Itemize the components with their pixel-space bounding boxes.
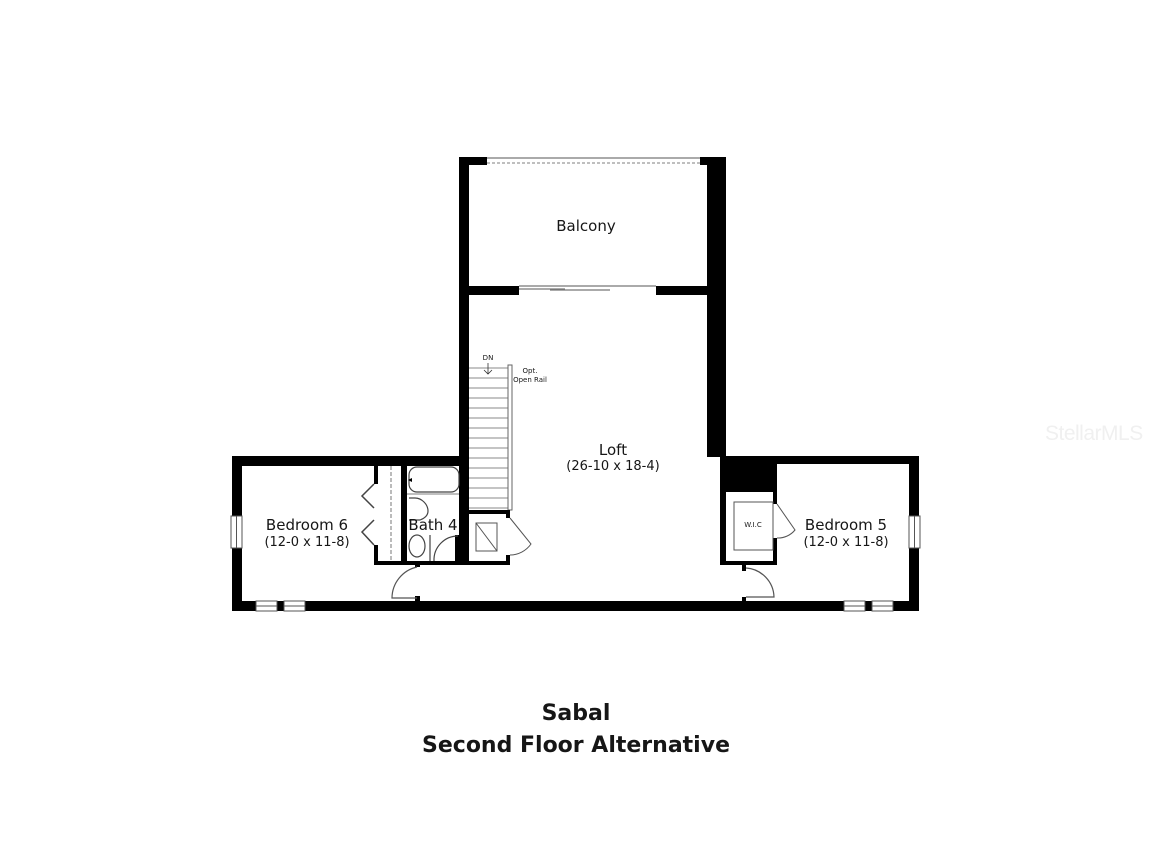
closet-door-swing xyxy=(509,517,532,556)
room-dimensions-bedroom-6: (12-0 x 11-8) xyxy=(264,535,350,550)
sliding-door xyxy=(519,285,656,291)
utility-closet xyxy=(465,510,510,565)
bedroom6-door xyxy=(391,566,418,599)
faucet-icon xyxy=(408,478,412,482)
room-label-wic: W.I.C xyxy=(744,521,762,529)
wic-shelf xyxy=(733,501,774,551)
room-dimensions-loft: (26-10 x 18-4) xyxy=(566,459,660,474)
rail-note-line1: Opt. xyxy=(522,367,538,375)
room-label-loft: Loft xyxy=(598,441,628,459)
room-label-bedroom-6: Bedroom 6 xyxy=(265,516,349,534)
floor-label-title: Second Floor Alternative xyxy=(422,733,730,758)
wic-door xyxy=(776,503,796,539)
model-name-title: Sabal xyxy=(541,701,611,726)
wic-walls xyxy=(720,456,777,602)
stairs xyxy=(469,364,513,511)
room-label-bedroom-5: Bedroom 5 xyxy=(804,516,888,534)
bedroom5-door xyxy=(745,567,775,598)
balcony-railing xyxy=(487,157,700,164)
watermark: StellarMLS xyxy=(1045,422,1143,445)
bath-fixtures xyxy=(407,466,460,562)
room-label-balcony: Balcony xyxy=(556,217,616,235)
room-label-bath-4: Bath 4 xyxy=(408,516,458,534)
down-arrow-icon xyxy=(483,363,493,375)
room-dimensions-bedroom-5: (12-0 x 11-8) xyxy=(803,535,889,550)
stair-direction-label: DN xyxy=(482,354,494,362)
rail-note-line2: Open Rail xyxy=(513,376,547,384)
water-heater-icon xyxy=(475,522,498,552)
closet-doors xyxy=(360,483,375,546)
interior-walls-left xyxy=(374,456,469,602)
balcony-walls xyxy=(459,157,726,457)
windows xyxy=(230,515,921,612)
